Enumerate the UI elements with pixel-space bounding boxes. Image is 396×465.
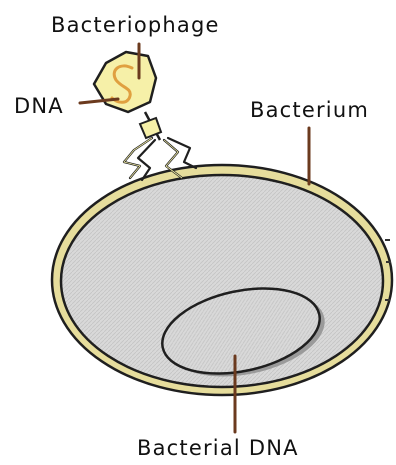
- label-bacterial-dna: Bacterial DNA: [137, 436, 299, 460]
- bacteriophage: [94, 52, 196, 180]
- label-dna: DNA: [14, 94, 64, 118]
- label-bacteriophage: Bacteriophage: [51, 13, 220, 37]
- label-bacterium: Bacterium: [250, 98, 369, 122]
